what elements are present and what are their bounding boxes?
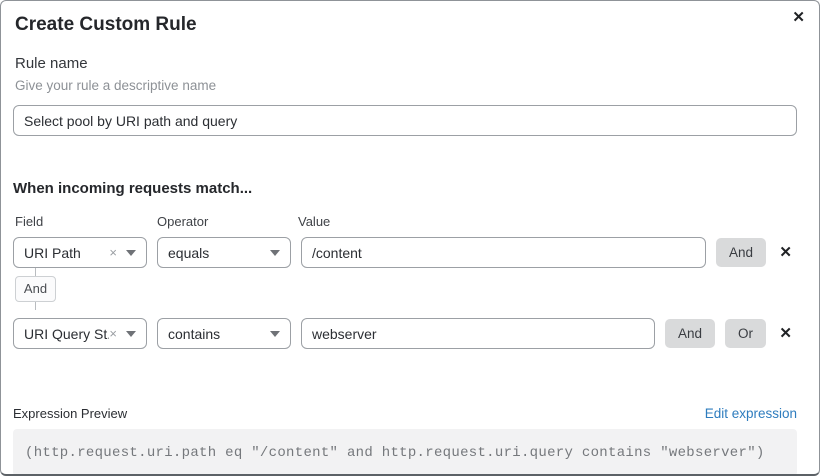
value-column-label: Value [298, 214, 331, 229]
chevron-down-icon [270, 330, 280, 337]
close-icon[interactable]: ✕ [792, 9, 805, 26]
add-and-button[interactable]: And [716, 238, 767, 267]
expression-code: (http.request.uri.path eq "/content" and… [13, 429, 797, 474]
rule-name-help: Give your rule a descriptive name [15, 78, 217, 93]
value-input[interactable] [301, 318, 655, 349]
field-column-label: Field [15, 214, 44, 229]
remove-condition-icon[interactable]: ✕ [779, 325, 792, 342]
field-select[interactable]: URI Query St... × [13, 318, 147, 349]
and-connector: And [15, 268, 56, 310]
column-labels: Field Operator Value [13, 214, 797, 229]
and-connector-badge: And [15, 276, 56, 302]
rule-name-label: Rule name [15, 55, 88, 72]
page-title: Create Custom Rule [15, 14, 197, 35]
clear-field-icon[interactable]: × [109, 245, 117, 260]
value-input[interactable] [301, 237, 706, 268]
connector-line [35, 268, 36, 276]
operator-select[interactable]: contains [157, 318, 291, 349]
condition-row: URI Path × equals And ✕ [13, 237, 797, 268]
add-or-button[interactable]: Or [725, 319, 767, 348]
match-heading: When incoming requests match... [13, 180, 253, 197]
operator-select[interactable]: equals [157, 237, 291, 268]
rule-name-input[interactable] [13, 105, 797, 136]
connector-line [35, 302, 36, 310]
clear-field-icon[interactable]: × [109, 326, 117, 341]
operator-select-value: equals [168, 244, 210, 261]
edit-expression-link[interactable]: Edit expression [704, 406, 797, 421]
expression-preview-header: Expression Preview Edit expression [13, 406, 797, 421]
chevron-down-icon [126, 330, 136, 337]
condition-row: URI Query St... × contains And Or ✕ [13, 318, 797, 349]
field-select-value: URI Path [24, 244, 81, 261]
remove-condition-icon[interactable]: ✕ [779, 244, 792, 261]
field-select-value: URI Query St... [24, 325, 109, 342]
chevron-down-icon [126, 249, 136, 256]
operator-column-label: Operator [157, 214, 209, 229]
operator-select-value: contains [168, 325, 221, 342]
field-select[interactable]: URI Path × [13, 237, 147, 268]
expression-preview-label: Expression Preview [13, 406, 128, 421]
add-and-button[interactable]: And [665, 319, 716, 348]
chevron-down-icon [270, 249, 280, 256]
